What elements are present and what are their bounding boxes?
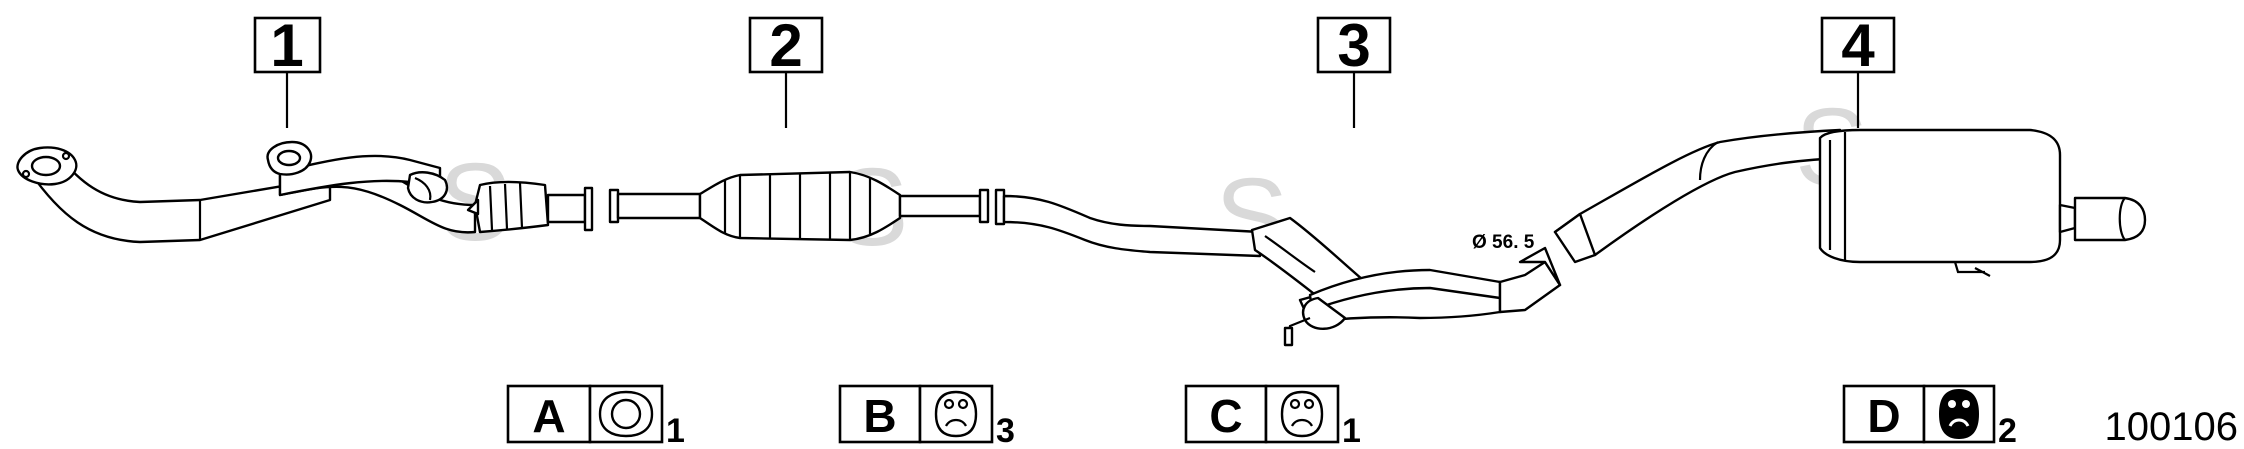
legend-item-b: B 3 xyxy=(838,384,1015,449)
callout-2: 2 xyxy=(748,12,824,128)
part-3-centre-resonator: Ø 56. 5 xyxy=(994,188,1562,347)
legend-letter: C xyxy=(1209,390,1242,442)
legend-quantity: 3 xyxy=(996,412,1015,449)
legend-letter: A xyxy=(532,390,565,442)
legend-quantity: 1 xyxy=(666,412,685,449)
legend-item-d: D 2 xyxy=(1842,384,2017,449)
callout-1: 1 xyxy=(253,12,322,128)
part-1-front-pipe xyxy=(16,140,594,244)
legend-letter: D xyxy=(1867,390,1900,442)
rubber-hanger-icon xyxy=(1280,390,1324,438)
part-2-catalytic-converter xyxy=(608,170,990,242)
legend-quantity: 1 xyxy=(1342,412,1361,449)
callout-3: 3 xyxy=(1316,12,1392,128)
part-4-rear-muffler xyxy=(1553,128,2147,277)
diagram-reference-number: 100106 xyxy=(2105,405,2238,449)
legend-item-c: C 1 xyxy=(1184,384,1361,449)
legend-letter: B xyxy=(863,390,896,442)
callout-label: 1 xyxy=(270,12,303,79)
gasket-ring-icon xyxy=(598,390,654,438)
callout-4: 4 xyxy=(1820,12,1896,128)
legend-quantity: 2 xyxy=(1998,412,2017,449)
callout-label: 2 xyxy=(769,12,802,79)
callout-label: 4 xyxy=(1841,12,1875,79)
outlet-diameter-label: Ø 56. 5 xyxy=(1472,232,1535,253)
heavy-rubber-hanger-icon xyxy=(1938,388,1980,440)
rubber-hanger-icon xyxy=(934,390,978,438)
callout-label: 3 xyxy=(1337,12,1370,79)
legend-item-a: A 1 xyxy=(506,384,685,449)
